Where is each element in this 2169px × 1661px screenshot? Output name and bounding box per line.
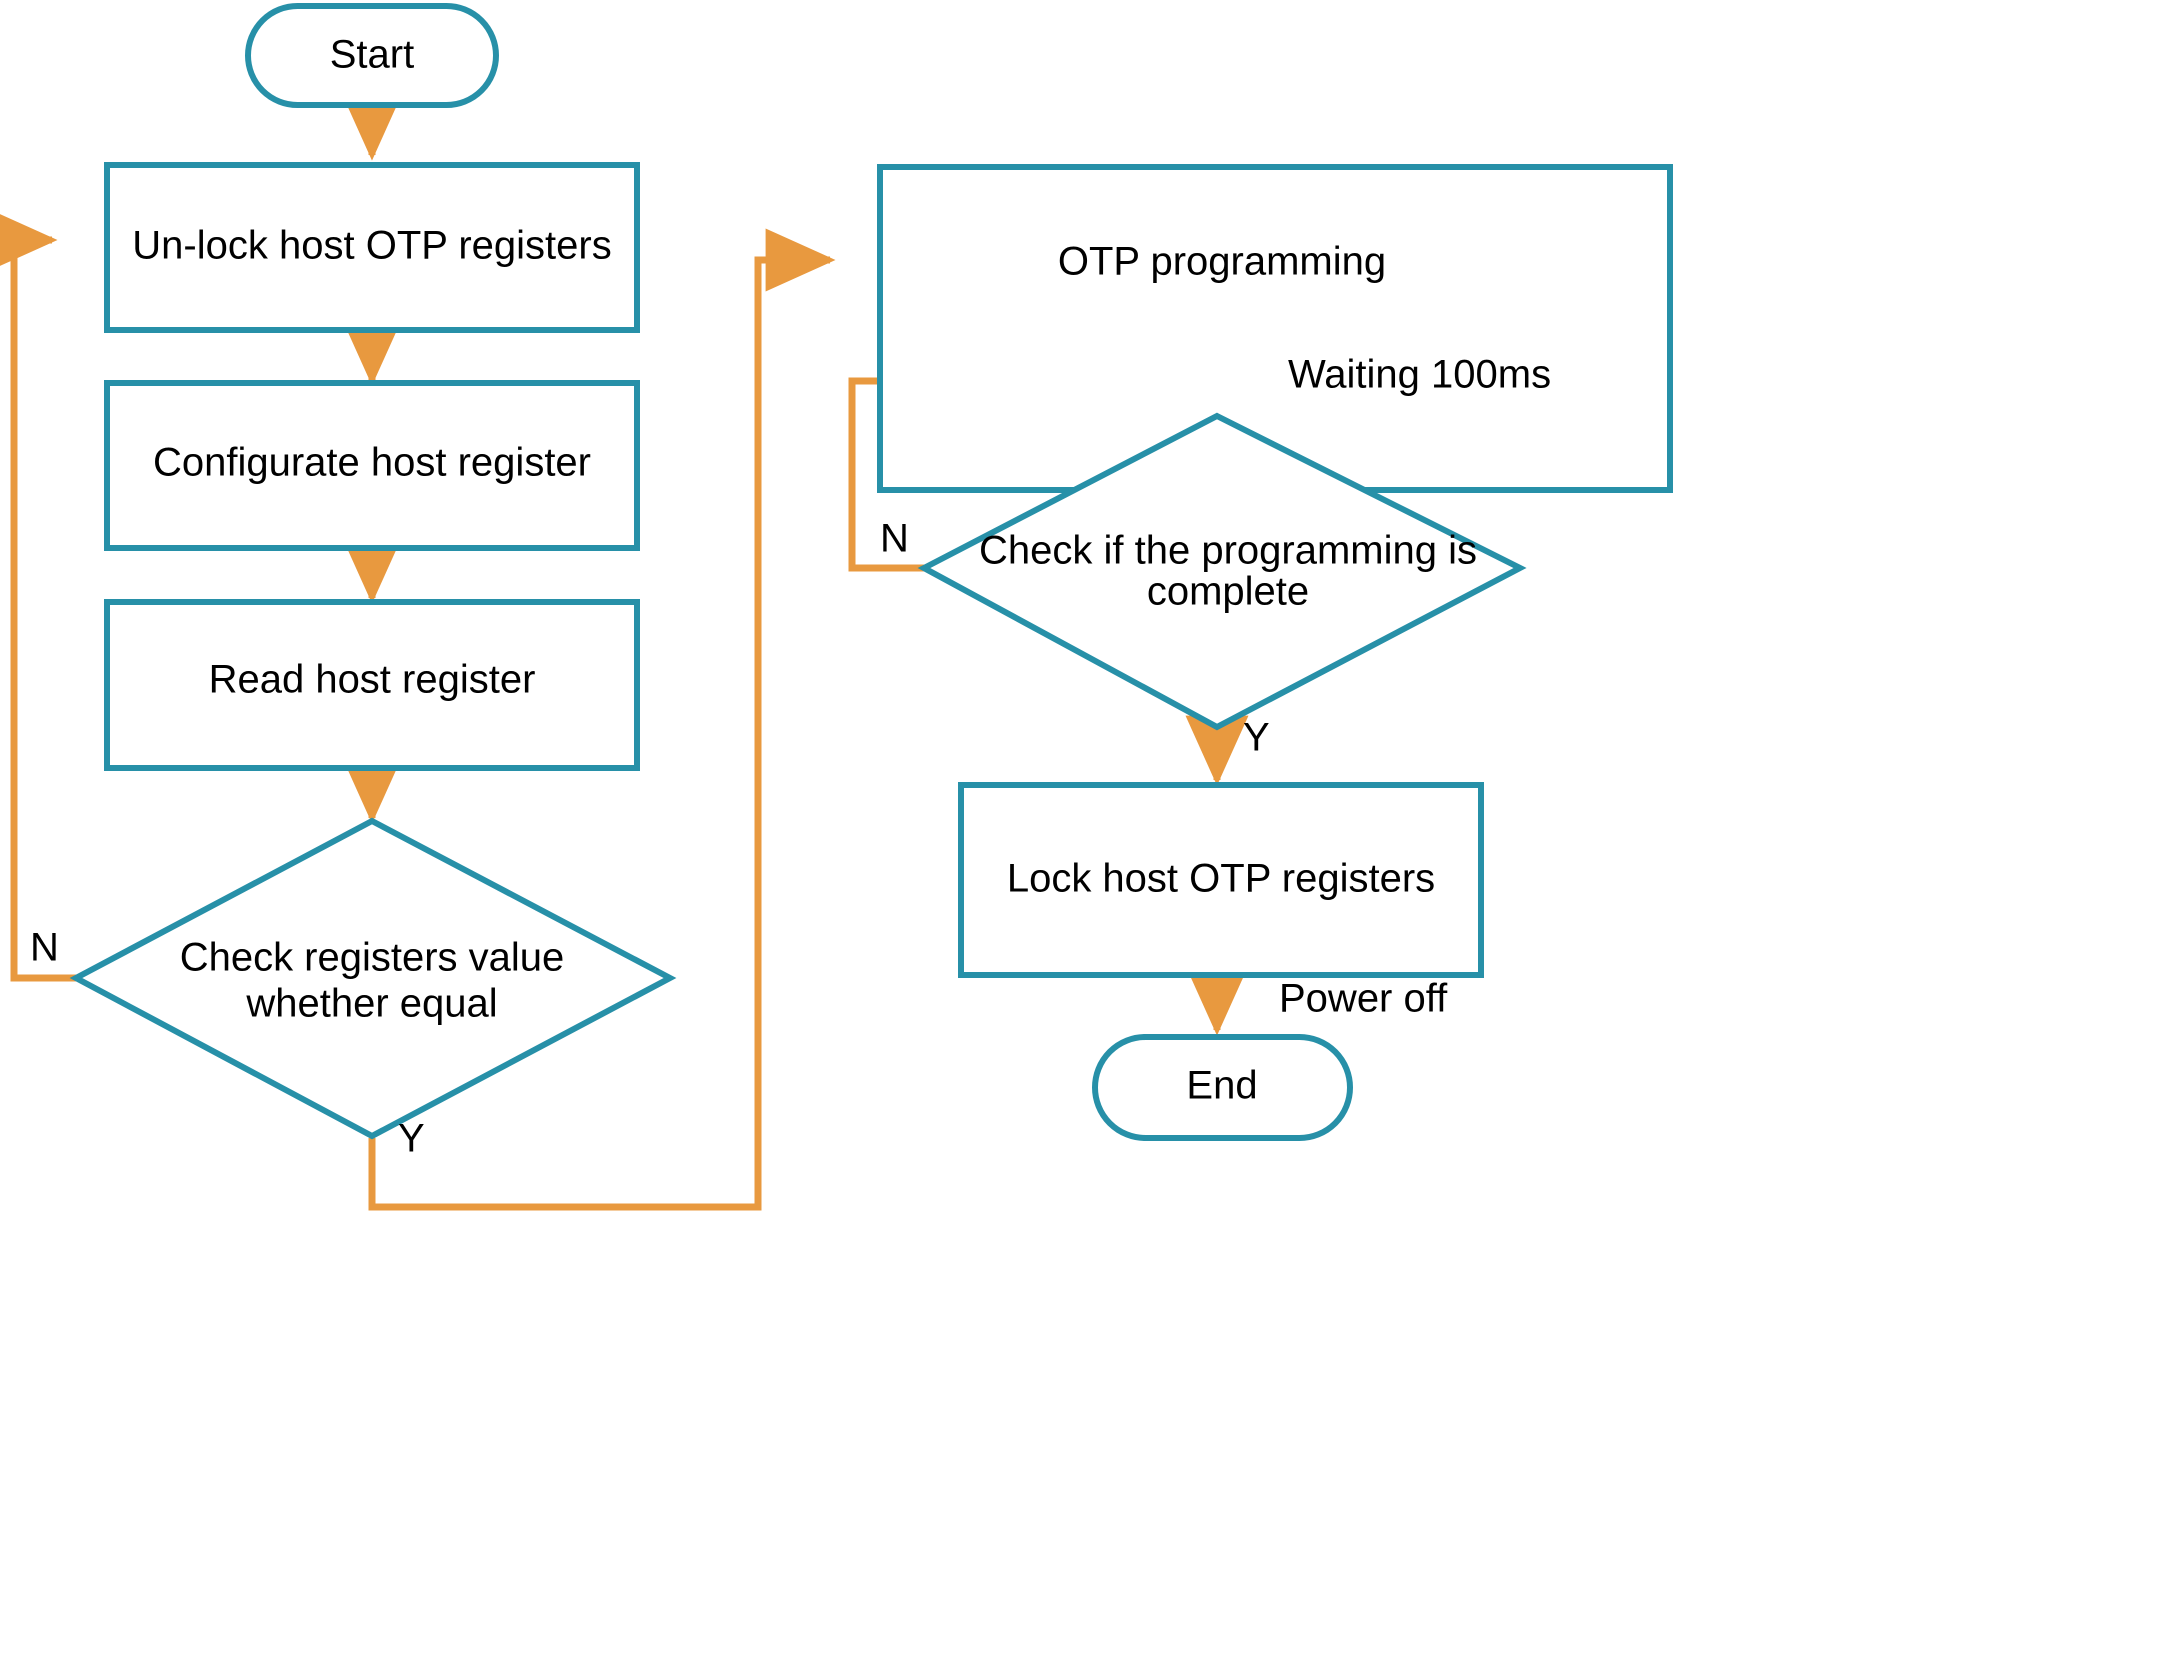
edge-label-power-off: Power off bbox=[1279, 977, 1448, 1021]
node-start[interactable]: Start bbox=[245, 3, 499, 108]
edge-check-equal-no-to-unlock bbox=[0, 208, 82, 982]
edge-label-waiting-100ms: Waiting 100ms bbox=[1288, 353, 1551, 397]
edge-label-check-done-no: N bbox=[880, 517, 909, 561]
configurate-shape bbox=[104, 380, 640, 551]
otp-programming-label: OTP programming bbox=[1058, 240, 1386, 284]
check-equal-label-line1: Check registers value bbox=[180, 936, 565, 980]
node-unlock-host-otp-registers[interactable]: Un-lock host OTP registers bbox=[104, 162, 640, 333]
edge-label-check-equal-no: N bbox=[30, 926, 59, 970]
node-end[interactable]: End bbox=[1092, 1034, 1353, 1141]
node-lock-host-otp-registers[interactable]: Lock host OTP registers bbox=[958, 782, 1484, 978]
end-label: End bbox=[1186, 1064, 1257, 1108]
configurate-label: Configurate host register bbox=[153, 441, 591, 485]
node-read-host-register[interactable]: Read host register bbox=[104, 599, 640, 771]
check-done-shape bbox=[917, 412, 1527, 731]
end-shape bbox=[1092, 1034, 1353, 1141]
check-equal-shape bbox=[69, 817, 677, 1140]
edge-check-equal-yes-to-otp bbox=[368, 228, 836, 1211]
node-configurate-host-register[interactable]: Configurate host register bbox=[104, 380, 640, 551]
start-label: Start bbox=[330, 33, 414, 77]
check-done-label-line1: Check if the programming is bbox=[979, 529, 1477, 573]
node-check-registers-value[interactable]: Check registers value whether equal bbox=[69, 817, 677, 1140]
node-otp-programming[interactable]: OTP programming bbox=[877, 164, 1673, 493]
unlock-label: Un-lock host OTP registers bbox=[132, 224, 611, 268]
edge-label-check-done-yes: Y bbox=[1243, 716, 1270, 760]
read-shape bbox=[104, 599, 640, 771]
lock-shape bbox=[958, 782, 1484, 978]
unlock-shape bbox=[104, 162, 640, 333]
node-check-programming-complete[interactable]: Check if the programming is complete bbox=[917, 412, 1527, 731]
check-equal-label-line2: whether equal bbox=[245, 982, 497, 1026]
check-done-label-line2: complete bbox=[1147, 570, 1309, 614]
read-label: Read host register bbox=[209, 658, 536, 702]
start-shape bbox=[245, 3, 499, 108]
otp-programming-shape bbox=[877, 164, 1673, 493]
edge-label-check-equal-yes: Y bbox=[398, 1117, 425, 1161]
lock-label: Lock host OTP registers bbox=[1007, 857, 1435, 901]
